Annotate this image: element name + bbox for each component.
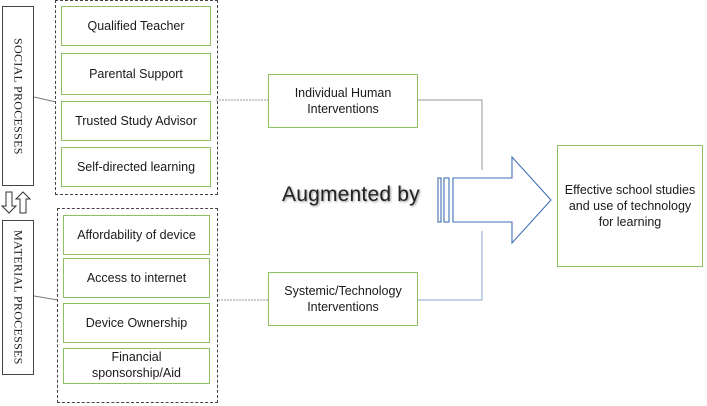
material-item-label: Device Ownership [85,315,188,330]
systemic-technology-interventions-box: Systemic/Technology Interventions [268,272,418,326]
human-to-arrow-line [418,99,483,170]
outcome-box: Effective school studies and use of tech… [557,145,703,267]
outcome-label: Effective school studies and use of tech… [564,182,696,230]
social-processes-group [55,0,218,195]
material-item-affordability: Affordability of device [63,215,210,255]
augmented-by-label: Augmented by [282,183,420,206]
systemic-to-arrow-line [418,231,483,301]
double-vertical-arrow-icon [0,191,32,214]
material-processes-group [57,208,218,403]
material-item-label: Affordability of device [77,227,196,242]
social-item-label: Self-directed learning [76,159,196,174]
social-item-label: Trusted Study Advisor [75,113,197,128]
interventions-systemic-label: Systemic/Technology Interventions [284,283,402,314]
social-item-self-directed-learning: Self-directed learning [61,147,211,187]
social-label-connector [33,96,57,103]
material-item-financial-sponsorship: Financial sponsorship/Aid [63,348,210,384]
social-item-trusted-study-advisor: Trusted Study Advisor [61,101,211,141]
social-item-parental-support: Parental Support [61,53,211,95]
material-processes-label: MATERIAL PROCESSES [2,220,34,375]
material-item-device-ownership: Device Ownership [63,303,210,343]
material-item-label: Financial sponsorship/Aid [92,350,181,380]
social-item-qualified-teacher: Qualified Teacher [61,6,211,46]
social-processes-label: SOCIAL PROCESSES [2,6,34,186]
material-label-connector [33,295,59,301]
interventions-human-label: Individual Human Interventions [294,85,392,116]
material-item-internet-access: Access to internet [63,258,210,298]
material-item-label: Access to internet [86,270,187,285]
individual-human-interventions-box: Individual Human Interventions [268,74,418,128]
block-arrow-right-icon [437,155,552,245]
social-item-label: Qualified Teacher [87,18,185,33]
social-item-label: Parental Support [89,66,183,81]
